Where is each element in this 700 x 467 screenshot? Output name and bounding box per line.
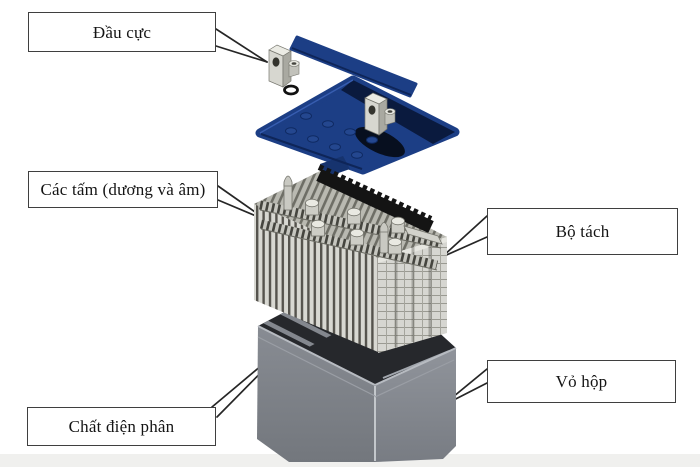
pointer-separator [441, 236, 488, 258]
callout-separator-label: Bộ tách [555, 222, 610, 241]
callout-terminal-label: Đầu cực [92, 22, 152, 42]
cover-strip-art [289, 35, 418, 98]
callout-plates: Các tấm (dương và âm) [28, 171, 218, 208]
plates-face [254, 204, 378, 352]
o-ring-art [283, 84, 299, 96]
pointer-separator [441, 215, 488, 258]
plate-stack-art [254, 164, 447, 353]
callout-terminal: Đầu cực [28, 12, 216, 52]
callout-case-label: Vỏ hộp [555, 372, 608, 391]
callout-separator: Bộ tách [487, 208, 678, 255]
callout-plates-label: Các tấm (dương và âm) [40, 180, 206, 199]
callout-electrolyte-label: Chất điện phân [68, 417, 175, 436]
pointer-terminal [215, 28, 268, 63]
callout-electrolyte: Chất điện phân [27, 407, 216, 446]
pointer-terminal [215, 45, 268, 63]
callout-case: Vỏ hộp [487, 360, 676, 403]
